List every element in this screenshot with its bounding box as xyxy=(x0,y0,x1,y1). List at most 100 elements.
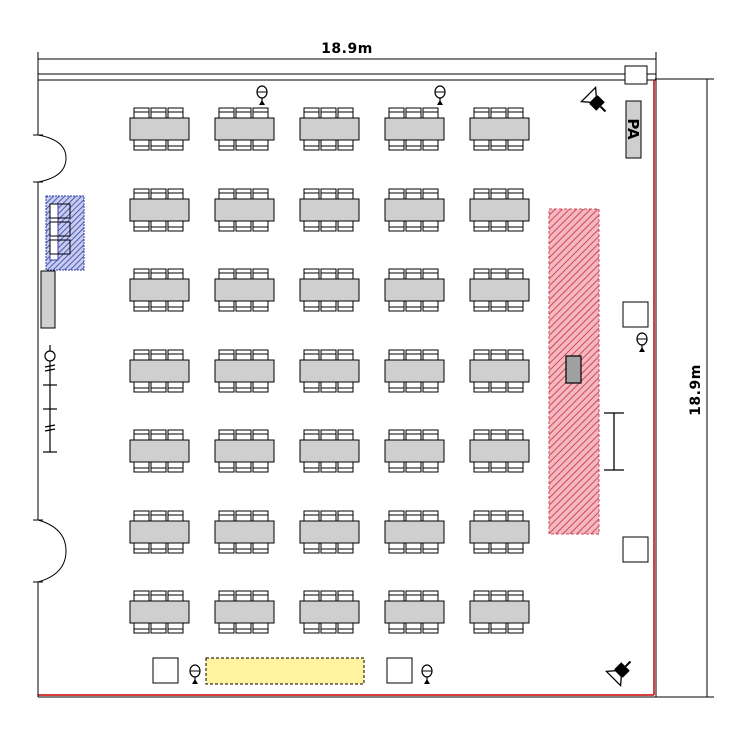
chair xyxy=(218,268,235,280)
table xyxy=(469,117,530,141)
table xyxy=(299,600,360,624)
mic-icon xyxy=(189,664,201,684)
table-group xyxy=(384,188,445,232)
table-group xyxy=(214,268,275,312)
chair xyxy=(167,107,184,119)
chair xyxy=(133,622,150,634)
chair xyxy=(218,429,235,441)
chair xyxy=(320,220,337,232)
screen-stand xyxy=(604,412,624,471)
chair xyxy=(405,139,422,151)
table-group xyxy=(214,590,275,634)
table xyxy=(299,359,360,383)
chair xyxy=(303,268,320,280)
chair xyxy=(507,381,524,393)
chair xyxy=(133,139,150,151)
table-group xyxy=(214,188,275,232)
table-group xyxy=(299,188,360,232)
chair xyxy=(133,542,150,554)
chair xyxy=(303,622,320,634)
chair xyxy=(150,461,167,473)
chair xyxy=(303,542,320,554)
chair xyxy=(507,300,524,312)
chair xyxy=(218,590,235,602)
table-group xyxy=(384,268,445,312)
chair xyxy=(133,300,150,312)
chair xyxy=(150,300,167,312)
chair xyxy=(507,268,524,280)
chair xyxy=(235,349,252,361)
chair xyxy=(167,542,184,554)
chair xyxy=(405,429,422,441)
table xyxy=(299,117,360,141)
chair xyxy=(303,107,320,119)
table-group xyxy=(129,268,190,312)
chair xyxy=(150,542,167,554)
table-group xyxy=(469,510,530,554)
chair xyxy=(218,461,235,473)
table xyxy=(299,439,360,463)
table xyxy=(129,520,190,544)
table-group xyxy=(469,590,530,634)
chair xyxy=(303,381,320,393)
table xyxy=(469,278,530,302)
chair xyxy=(405,268,422,280)
chair xyxy=(507,220,524,232)
chair xyxy=(167,622,184,634)
chair xyxy=(337,590,354,602)
chair xyxy=(320,429,337,441)
chair xyxy=(320,139,337,151)
chair xyxy=(218,188,235,200)
chair xyxy=(422,300,439,312)
chair xyxy=(133,590,150,602)
chair xyxy=(235,510,252,522)
chair xyxy=(252,590,269,602)
chair xyxy=(507,461,524,473)
chair xyxy=(490,349,507,361)
chair xyxy=(150,590,167,602)
width-dimension: 18.9m xyxy=(37,41,657,80)
chair xyxy=(252,622,269,634)
chair xyxy=(150,107,167,119)
table-group xyxy=(129,188,190,232)
table-group xyxy=(214,107,275,151)
table-group xyxy=(214,429,275,473)
chair xyxy=(388,139,405,151)
chair xyxy=(422,268,439,280)
chair xyxy=(422,622,439,634)
table xyxy=(214,359,275,383)
table xyxy=(129,198,190,222)
chair xyxy=(150,381,167,393)
chair xyxy=(303,429,320,441)
chair xyxy=(388,590,405,602)
equipment-box xyxy=(386,657,413,684)
table-group xyxy=(129,107,190,151)
chair xyxy=(167,349,184,361)
chair xyxy=(320,510,337,522)
chair xyxy=(252,139,269,151)
chair xyxy=(235,429,252,441)
chair xyxy=(473,622,490,634)
table xyxy=(384,439,445,463)
chair xyxy=(337,542,354,554)
chair xyxy=(422,429,439,441)
table xyxy=(129,278,190,302)
podium xyxy=(565,355,582,384)
chair xyxy=(235,268,252,280)
chair xyxy=(473,510,490,522)
table xyxy=(214,198,275,222)
chair xyxy=(473,461,490,473)
table-group xyxy=(469,429,530,473)
chair xyxy=(133,220,150,232)
chair xyxy=(507,349,524,361)
chair xyxy=(235,622,252,634)
chair xyxy=(218,510,235,522)
chair xyxy=(303,300,320,312)
table xyxy=(214,520,275,544)
chair xyxy=(422,461,439,473)
chair xyxy=(490,220,507,232)
chair xyxy=(490,381,507,393)
chair xyxy=(167,188,184,200)
equipment-box xyxy=(622,301,649,328)
